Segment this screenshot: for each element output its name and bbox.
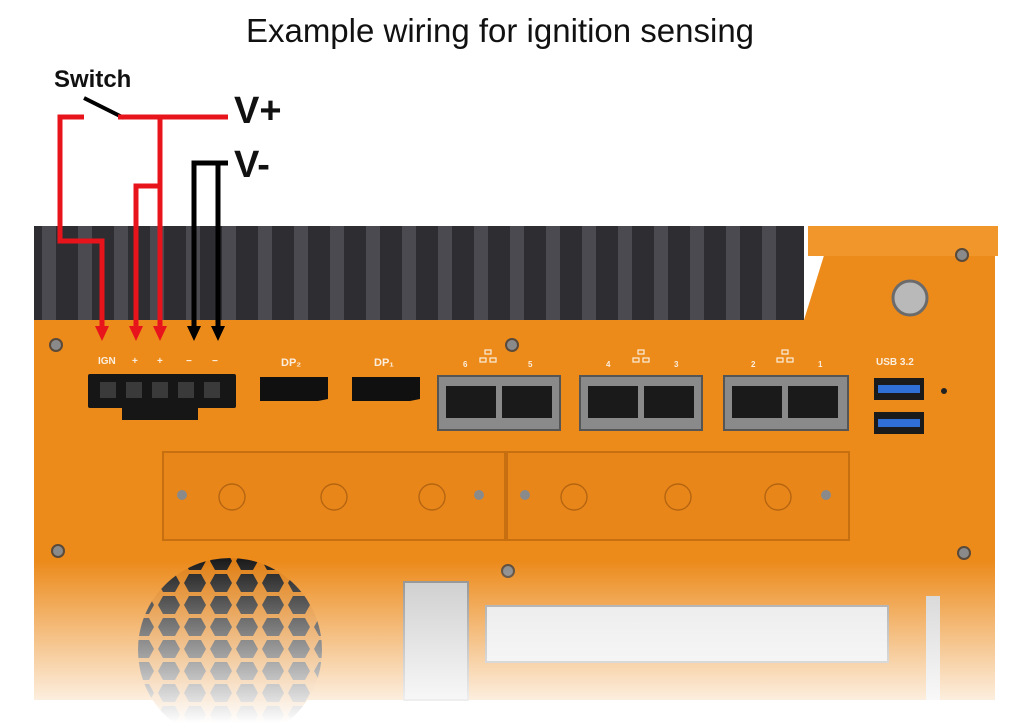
arrow-icon	[153, 326, 167, 341]
negative-wires	[191, 160, 228, 328]
lan-number: 1	[818, 360, 823, 369]
usb-port-group	[874, 378, 924, 434]
dp2-label: DP₂	[281, 357, 302, 369]
led-indicator	[941, 388, 947, 394]
screw-icon	[957, 546, 971, 560]
terminal-label-ign: IGN	[98, 356, 116, 367]
dp2-port	[260, 377, 328, 401]
usb-label: USB 3.2	[876, 357, 914, 368]
expansion-panel-right	[506, 451, 850, 541]
arrow-icon	[95, 326, 109, 341]
switch-symbol	[83, 96, 125, 120]
lan-number: 2	[751, 360, 756, 369]
screw-icon	[49, 338, 63, 352]
arrow-icon	[129, 326, 143, 341]
screw-icon	[505, 338, 519, 352]
vplus-label: V+	[234, 90, 282, 132]
terminal-label-minus-1: −	[186, 356, 192, 367]
terminal-label-plus-2: +	[157, 356, 163, 367]
dp1-port	[352, 377, 420, 401]
arrow-icon	[187, 326, 201, 341]
lan-number: 3	[674, 360, 679, 369]
lan-port-group-a	[437, 375, 561, 431]
network-icon	[479, 349, 497, 363]
arrow-icon	[211, 326, 225, 341]
lan-port-group-b	[579, 375, 703, 431]
network-icon	[776, 349, 794, 363]
screw-icon	[51, 544, 65, 558]
terminal-label-minus-2: −	[212, 356, 218, 367]
switch-label: Switch	[54, 66, 132, 93]
lan-port-group-c	[723, 375, 849, 431]
lan-number: 6	[463, 360, 468, 369]
ignition-terminal-block	[88, 374, 236, 420]
screw-icon	[955, 248, 969, 262]
expansion-panel-left	[162, 451, 506, 541]
lan-number: 4	[606, 360, 611, 369]
lan-number: 5	[528, 360, 533, 369]
terminal-label-plus-1: +	[132, 356, 138, 367]
positive-wires	[57, 114, 228, 328]
heatsink	[34, 226, 804, 322]
diagram-title: Example wiring for ignition sensing	[245, 12, 755, 49]
dp1-label: DP₁	[374, 357, 394, 369]
network-icon	[632, 349, 650, 363]
ground-screw-icon	[891, 279, 929, 317]
vminus-label: V-	[234, 144, 270, 186]
